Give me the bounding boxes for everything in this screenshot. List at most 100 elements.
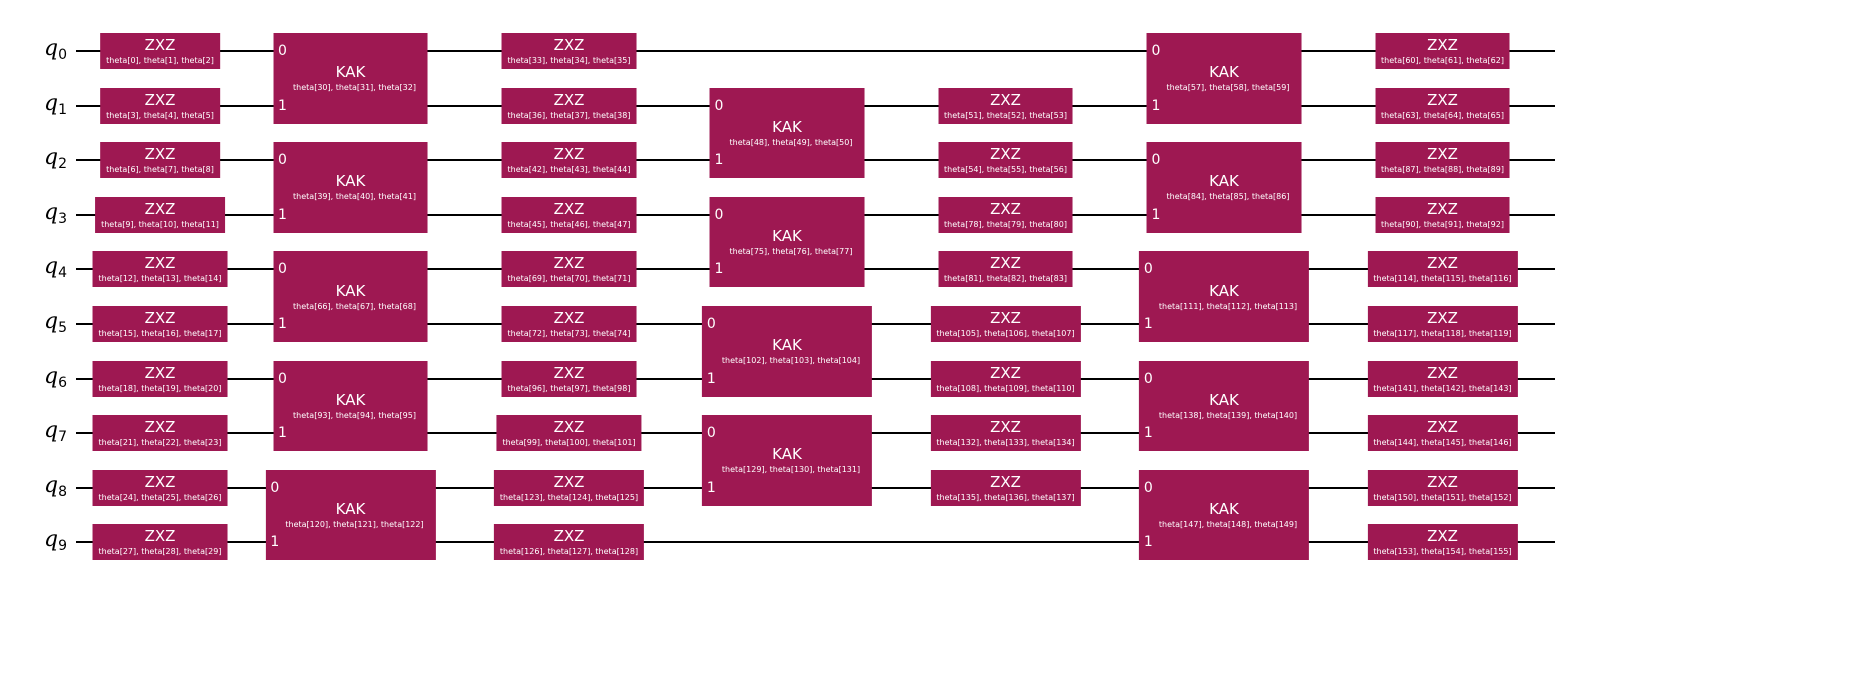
port-label: 1 bbox=[706, 370, 716, 387]
gate-label: ZXZ bbox=[1427, 36, 1458, 54]
gate-params: theta[144], theta[145], theta[146] bbox=[1373, 438, 1512, 448]
zxz-gate[interactable]: ZXZ theta[117], theta[118], theta[119] bbox=[1367, 306, 1518, 342]
zxz-gate[interactable]: ZXZ theta[60], theta[61], theta[62] bbox=[1375, 33, 1510, 69]
port-label: 1 bbox=[278, 315, 287, 332]
gate-params: theta[69], theta[70], theta[71] bbox=[507, 274, 631, 284]
qubit-label: q7 bbox=[44, 418, 67, 445]
gate-params: theta[27], theta[28], theta[29] bbox=[98, 547, 222, 557]
gate-label: ZXZ bbox=[144, 527, 176, 546]
gate-label: KAK bbox=[1209, 390, 1239, 409]
gate-params: theta[117], theta[118], theta[119] bbox=[1373, 329, 1512, 338]
gate-label: ZXZ bbox=[144, 309, 176, 327]
gate-label: ZXZ bbox=[1427, 309, 1458, 327]
gate-params: theta[99], theta[100], theta[101] bbox=[502, 438, 636, 448]
gate-params: theta[126], theta[127], theta[128] bbox=[499, 547, 639, 557]
qubit-label: q2 bbox=[44, 147, 67, 172]
qubit-name: q bbox=[44, 90, 59, 116]
gate-label: ZXZ bbox=[553, 199, 585, 218]
gate-label: ZXZ bbox=[553, 527, 585, 546]
gate-params: theta[60], theta[61], theta[62] bbox=[1381, 56, 1504, 65]
qubit-wire-9 bbox=[76, 541, 1555, 544]
port-label: 0 bbox=[1151, 152, 1161, 169]
gate-params: theta[132], theta[133], theta[134] bbox=[936, 438, 1075, 448]
gate-params: theta[45], theta[46], theta[47] bbox=[507, 219, 631, 229]
qubit-label: q1 bbox=[44, 90, 67, 117]
qubit-name: q bbox=[44, 472, 59, 498]
gate-label: ZXZ bbox=[990, 418, 1021, 437]
gate-params: theta[84], theta[85], theta[86] bbox=[1166, 192, 1290, 202]
gate-params: theta[81], theta[82], theta[83] bbox=[944, 274, 1067, 284]
gate-params: theta[54], theta[55], theta[56] bbox=[944, 165, 1067, 175]
gate-label: ZXZ bbox=[144, 363, 176, 382]
gate-label: ZXZ bbox=[990, 309, 1021, 327]
gate-label: ZXZ bbox=[990, 472, 1021, 491]
gate-params: theta[42], theta[43], theta[44] bbox=[507, 165, 631, 175]
gate-params: theta[90], theta[91], theta[92] bbox=[1381, 219, 1504, 229]
qubit-index: 0 bbox=[58, 47, 68, 63]
gate-label: ZXZ bbox=[990, 145, 1021, 164]
gate-params: theta[51], theta[52], theta[53] bbox=[944, 110, 1067, 120]
gate-label: ZXZ bbox=[553, 309, 585, 327]
gate-label: KAK bbox=[772, 117, 802, 136]
gate-label: ZXZ bbox=[144, 254, 176, 273]
port-label: 0 bbox=[270, 479, 280, 496]
gate-label: ZXZ bbox=[553, 472, 585, 491]
gate-label: KAK bbox=[335, 63, 366, 82]
qubit-name: q bbox=[44, 418, 59, 444]
gate-label: ZXZ bbox=[1427, 527, 1458, 546]
port-label: 1 bbox=[270, 534, 280, 551]
gate-label: ZXZ bbox=[1427, 363, 1458, 382]
